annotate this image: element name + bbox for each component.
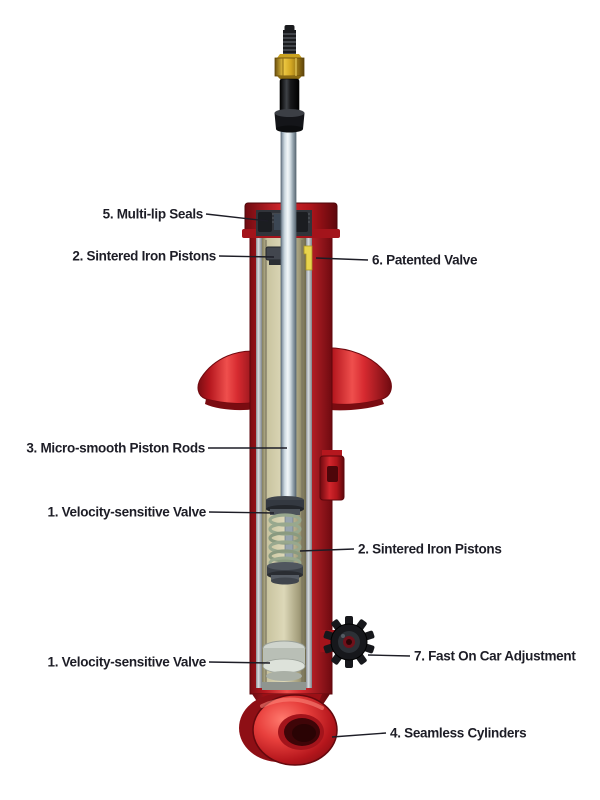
leader-lines [205,213,411,738]
hex-nut [274,54,305,79]
bottom-eye-mount [239,694,338,766]
leader-line-multi-lip-seals [205,213,269,222]
side-bracket [319,450,345,501]
label-seamless-cylinders: 4. Seamless Cylinders [390,725,527,741]
label-multi-lip-seals: 5. Multi-lip Seals [102,206,204,222]
label-velocity-sensitive-valve-lower: 1. Velocity-sensitive Valve [47,654,206,670]
leader-line-seamless [331,732,387,738]
label-micro-smooth-piston-rods: 3. Micro-smooth Piston Rods [26,440,205,456]
spring-seat [197,347,392,413]
label-sintered-iron-pistons-lower: 2. Sintered Iron Pistons [358,541,502,557]
leader-line-fast-on-car [367,654,411,657]
leader-line-patented-valve [315,257,369,261]
valve-spring [268,513,302,570]
leader-line-sintered-upper [218,255,275,258]
rod-end-hardware [274,25,305,133]
piston-assembly [266,496,304,585]
lower-valve-assembly [262,640,306,690]
label-patented-valve: 6. Patented Valve [372,252,478,268]
leader-line-velocity-upper [208,511,275,514]
leader-line-sintered-lower [299,548,355,552]
patented-valve-part [303,245,313,271]
adjustment-gear [320,616,375,668]
label-velocity-sensitive-valve-upper: 1. Velocity-sensitive Valve [47,504,206,520]
rod-sleeve [279,78,300,114]
label-fast-on-car-adjustment: 7. Fast On Car Adjustment [414,648,576,664]
bump-stop-collar [274,109,305,133]
leader-line-velocity-lower [208,661,271,664]
label-sintered-iron-pistons-upper: 2. Sintered Iron Pistons [72,248,216,264]
